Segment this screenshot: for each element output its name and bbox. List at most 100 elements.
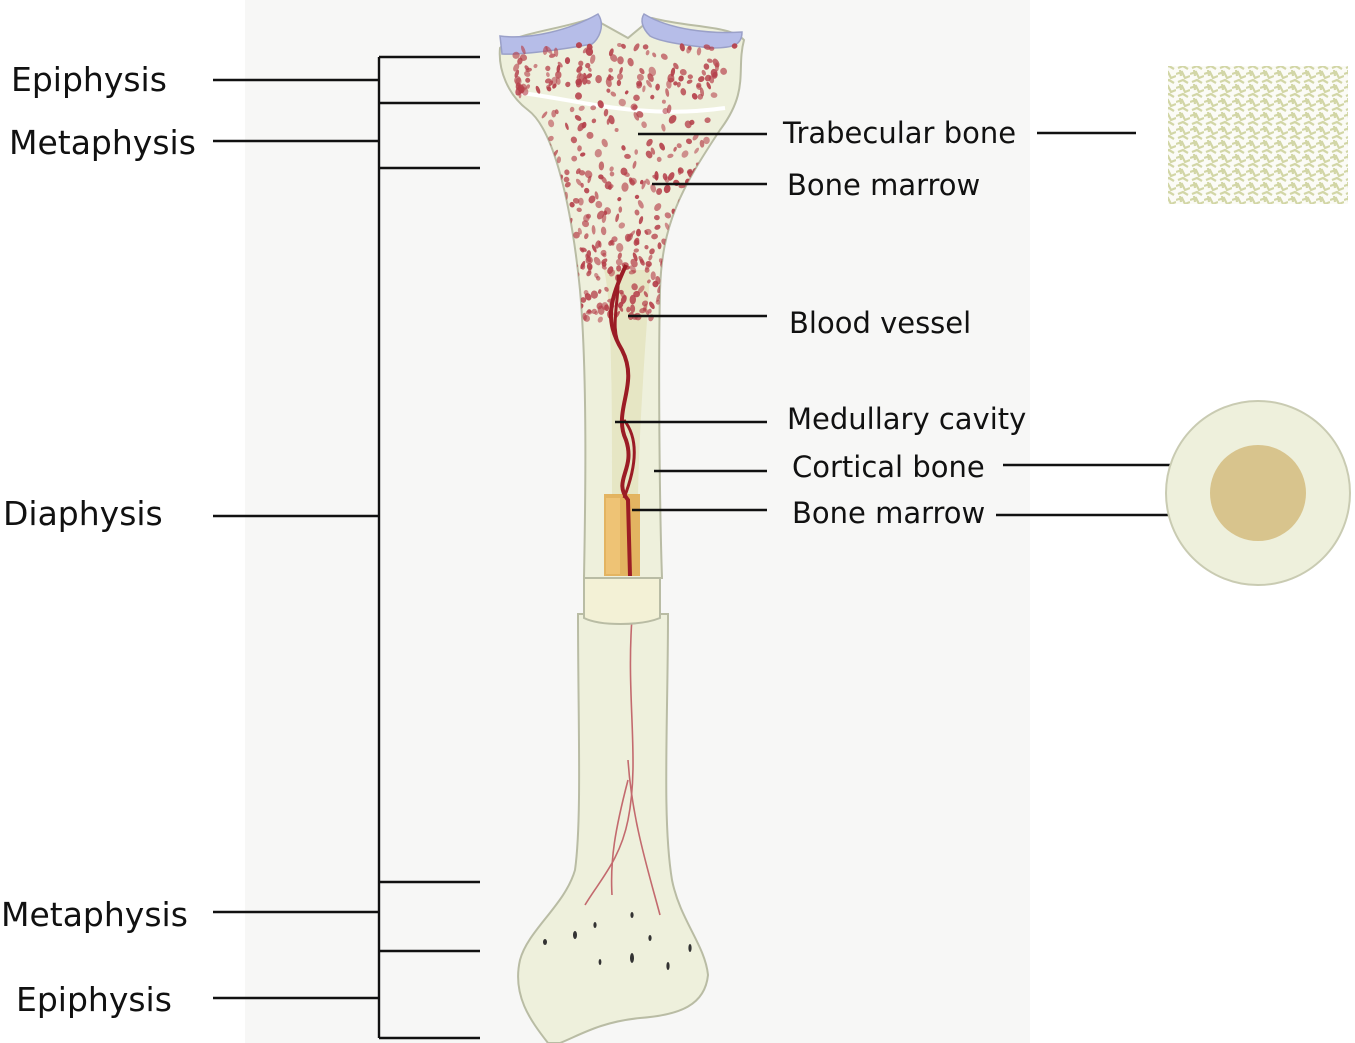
marrow-spot <box>696 82 702 88</box>
marrow-spot <box>608 48 614 57</box>
marrow-spot <box>629 294 637 305</box>
marrow-spot <box>616 243 624 252</box>
marrow-spot <box>654 214 660 221</box>
marrow-spot <box>595 200 603 209</box>
marrow-spot <box>662 107 669 115</box>
marrow-spot <box>650 184 657 193</box>
marrow-spot <box>638 255 644 264</box>
marrow-spot <box>600 249 607 256</box>
periosteal-vessels <box>584 617 661 916</box>
marrow-spot <box>641 121 647 129</box>
marrow-spot <box>658 258 663 263</box>
marrow-spot <box>573 231 580 239</box>
marrow-spot <box>617 301 624 309</box>
marrow-spot <box>574 115 582 121</box>
vessel-branch-2 <box>622 419 636 499</box>
marrow-spot <box>525 67 532 73</box>
marrow-spot <box>569 106 575 113</box>
marrow-spot <box>605 77 612 88</box>
marrow-spot <box>646 79 652 88</box>
marrow-spot <box>631 283 638 291</box>
marrow-spot <box>616 265 622 272</box>
marrow-spot <box>584 293 592 301</box>
marrow-spot <box>679 43 685 52</box>
marrow-spot <box>514 69 520 78</box>
marrow-spot <box>601 258 608 264</box>
marrow-spot <box>564 181 571 188</box>
marrow-spot <box>664 222 671 231</box>
marrow-spot <box>655 83 660 91</box>
marrow-spot <box>563 176 570 183</box>
marrow-spot <box>654 224 661 230</box>
marrow-spot <box>608 74 612 79</box>
marrow-spot <box>517 57 523 65</box>
marrow-spot <box>614 128 619 132</box>
marrow-spot <box>661 123 666 132</box>
marrow-spot <box>654 203 662 212</box>
label-bone-marrow-upper: Bone marrow <box>787 168 980 202</box>
marrow-spot <box>655 275 661 285</box>
marrow-spot <box>583 214 590 222</box>
marrow-spot <box>699 139 705 148</box>
marrow-spot <box>579 152 586 157</box>
marrow-spot <box>650 271 656 281</box>
marrow-spot <box>633 237 640 246</box>
marrow-spot <box>597 100 604 109</box>
marrow-spot <box>520 45 526 55</box>
marrow-spot <box>703 63 710 70</box>
marrow-spot <box>686 168 693 174</box>
marrow-spot <box>542 46 548 55</box>
marrow-spot <box>621 182 629 192</box>
marrow-spot <box>639 68 645 75</box>
marrow-spot <box>652 52 657 58</box>
marrow-spot <box>637 285 645 294</box>
marrow-spot <box>601 138 608 148</box>
marrow-spot <box>617 56 624 65</box>
marrow-spot <box>687 74 693 80</box>
marrow-spot <box>644 228 652 235</box>
marrow-spot <box>647 279 651 284</box>
marrow-spot <box>731 43 738 49</box>
marrow-spot <box>607 185 612 190</box>
marrow-spot <box>580 263 586 270</box>
marrow-spot <box>584 187 590 194</box>
marrow-spot <box>679 69 687 76</box>
marrow-spot <box>574 92 583 100</box>
marrow-spot <box>575 78 582 86</box>
marrow-spot <box>586 79 591 85</box>
marrow-spot <box>644 267 650 273</box>
marrow-spot <box>618 289 624 295</box>
marrow-spot <box>665 88 670 97</box>
marrow-spot <box>634 209 640 216</box>
marrow-spot <box>608 67 614 73</box>
marrow-spot <box>645 50 650 56</box>
marrow-spot <box>575 42 583 49</box>
marrow-spot <box>525 77 531 83</box>
label-blood-vessel: Blood vessel <box>789 306 971 340</box>
marrow-spot <box>635 228 642 237</box>
marrow-spot <box>637 200 644 209</box>
marrow-spot <box>634 194 640 200</box>
marrow-spot <box>616 73 624 81</box>
marrow-spot <box>585 62 591 69</box>
marrow-spot <box>590 290 599 299</box>
marrow-spot <box>557 61 563 68</box>
label-epiphysis-top: Epiphysis <box>11 60 167 99</box>
marrow-spot <box>596 210 605 220</box>
marrow-spot <box>606 118 610 125</box>
marrow-spot <box>656 188 663 195</box>
marrow-spot <box>585 47 594 56</box>
marrow-spot <box>576 207 582 213</box>
marrow-spot <box>556 156 562 164</box>
marrow-spot <box>684 120 692 129</box>
marrow-spot <box>703 136 710 145</box>
marrow-spot <box>588 195 596 204</box>
marrow-spot <box>578 105 585 111</box>
marrow-spot <box>685 138 693 145</box>
epiphyseal-line <box>514 90 726 114</box>
marrow-spot <box>586 73 593 79</box>
marrow-spot <box>624 90 629 95</box>
marrow-spot <box>607 266 614 275</box>
marrow-spot <box>666 80 672 89</box>
